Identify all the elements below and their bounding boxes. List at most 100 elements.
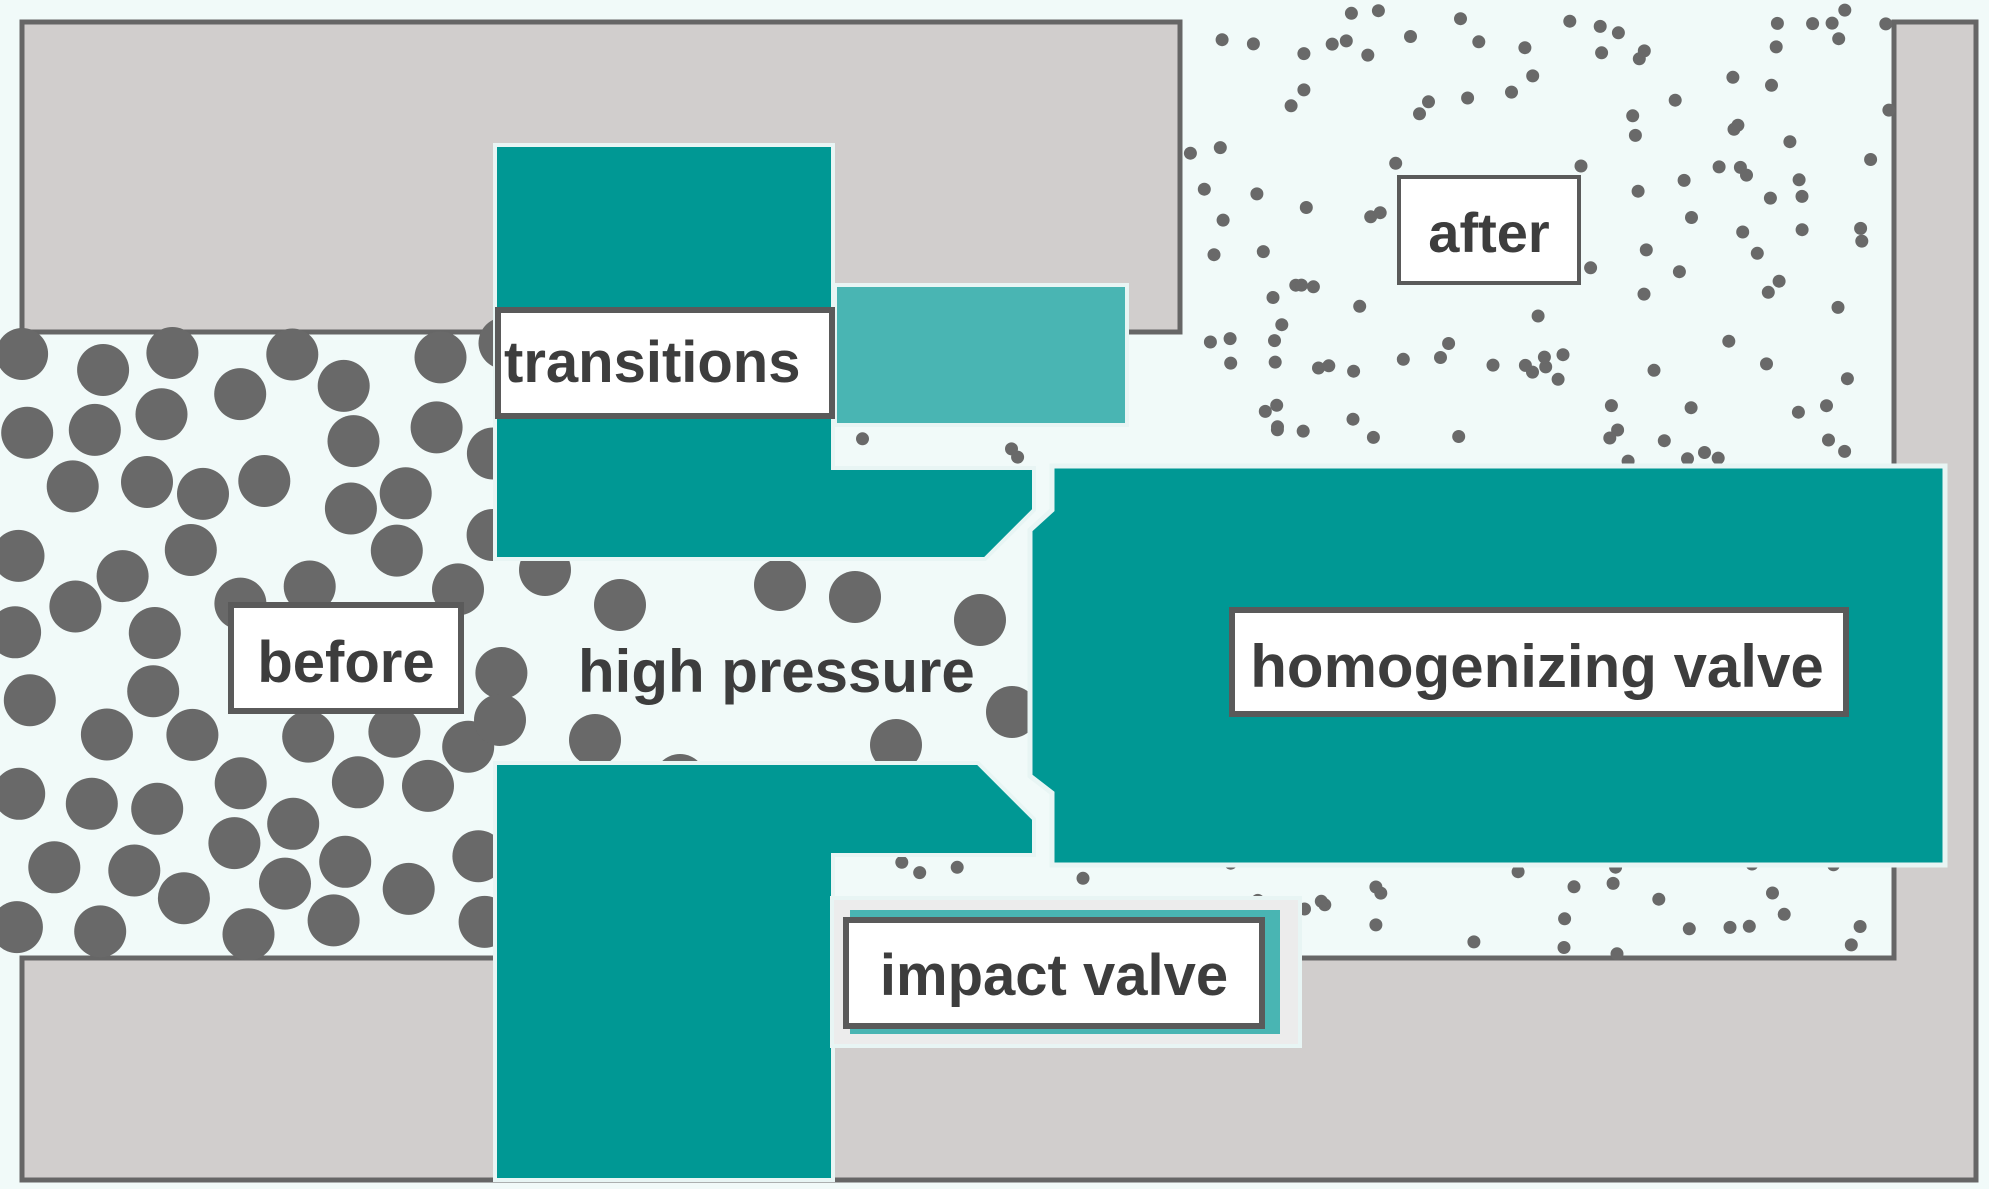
particle-large: [127, 665, 180, 718]
particle-small: [1322, 359, 1336, 373]
particle-small: [1740, 168, 1753, 182]
particle-large: [402, 759, 454, 812]
particle-large: [283, 560, 336, 613]
particle-large: [282, 710, 335, 763]
particle-small: [1626, 109, 1640, 123]
particle-small: [1373, 206, 1387, 220]
particle-large: [166, 708, 219, 761]
particle-small: [1698, 446, 1711, 459]
particle-small: [1604, 399, 1618, 413]
particle-large: [414, 331, 467, 384]
particle-large: [121, 456, 173, 508]
particle-small: [1413, 107, 1426, 121]
particle-small: [1223, 332, 1237, 346]
particle-small: [1882, 103, 1896, 117]
particle-small: [1750, 246, 1764, 260]
particle-small: [1271, 420, 1284, 434]
particle-small: [1347, 364, 1361, 378]
particle-large: [317, 359, 370, 412]
particle-large: [164, 524, 217, 576]
particle-small: [1361, 48, 1375, 62]
particle-large: [382, 862, 435, 915]
particle-small: [1864, 153, 1878, 166]
particle-small: [1879, 17, 1893, 31]
label-impact-valve: impact valve: [880, 943, 1228, 1008]
particle-small: [1366, 430, 1380, 444]
label-box-transitions: [495, 307, 835, 419]
particle-small: [1831, 300, 1845, 314]
particle-small: [1742, 919, 1756, 933]
particle-small: [1763, 191, 1777, 205]
particle-small: [1603, 431, 1617, 445]
particle-small: [1844, 938, 1858, 952]
particle-small: [1684, 401, 1698, 415]
particle-small: [1531, 309, 1545, 323]
particle-small: [1434, 351, 1447, 364]
particle-small: [1806, 17, 1820, 31]
particle-small: [1258, 404, 1272, 418]
particle-small: [1284, 99, 1298, 113]
particle-small: [1518, 41, 1532, 55]
particle-small: [1250, 187, 1264, 201]
particle-large: [379, 467, 432, 520]
particle-small: [1595, 46, 1609, 60]
particle-small: [1422, 95, 1435, 109]
particle-small: [1461, 91, 1475, 105]
particle-small: [1556, 348, 1570, 362]
particle-large: [986, 686, 1038, 738]
particle-large: [238, 455, 291, 507]
particle-small: [1574, 159, 1588, 173]
particle-small: [1353, 299, 1367, 313]
particle-large: [324, 482, 377, 535]
particle-small: [1224, 356, 1238, 370]
particle-large: [80, 708, 133, 761]
particle-large: [222, 908, 275, 961]
particle-large: [954, 594, 1006, 646]
particle-small: [1472, 35, 1486, 49]
particle-small: [1454, 12, 1467, 26]
particle-small: [1795, 223, 1809, 237]
particle-small: [1727, 122, 1741, 136]
particle-small: [1723, 920, 1737, 934]
particle-large: [452, 830, 505, 883]
particle-small: [1855, 234, 1869, 248]
particle-large: [214, 757, 267, 810]
particle-small: [1711, 451, 1725, 465]
particle-large: [266, 328, 319, 381]
valve-upper-seat: [833, 283, 1129, 427]
particle-small: [1183, 146, 1197, 160]
label-box-impact-valve: [843, 917, 1265, 1029]
particle-small: [1486, 358, 1500, 372]
particle-small: [1610, 947, 1624, 961]
particle-small: [1442, 337, 1456, 350]
particle-small: [1505, 85, 1518, 99]
particle-small: [1567, 880, 1581, 894]
label-before: before: [257, 630, 434, 695]
particle-small: [1558, 912, 1572, 926]
particle-small: [1639, 243, 1653, 257]
particle-small: [1791, 405, 1805, 419]
particle-small: [1266, 291, 1280, 304]
particle-large: [0, 767, 46, 820]
label-homogenizing-valve: homogenizing valve: [1250, 633, 1823, 700]
particle-small: [1389, 156, 1403, 170]
particle-small: [1637, 44, 1651, 58]
particle-small: [1657, 434, 1671, 448]
particle-small: [1832, 32, 1846, 46]
particle-small: [1777, 907, 1791, 921]
particle-small: [1518, 358, 1532, 372]
particle-small: [1668, 93, 1682, 107]
particle-small: [1652, 892, 1666, 906]
particle-small: [1268, 355, 1282, 369]
particle-small: [1766, 886, 1779, 900]
particle-large: [28, 841, 81, 894]
particle-small: [1270, 398, 1284, 412]
particle-small: [1297, 47, 1311, 61]
particle-small: [1511, 865, 1525, 879]
particle-small: [1765, 78, 1778, 92]
label-high-pressure: high pressure: [578, 638, 975, 705]
particle-small: [1306, 280, 1320, 294]
label-box-before: [228, 602, 464, 714]
particle-small: [1537, 350, 1551, 364]
